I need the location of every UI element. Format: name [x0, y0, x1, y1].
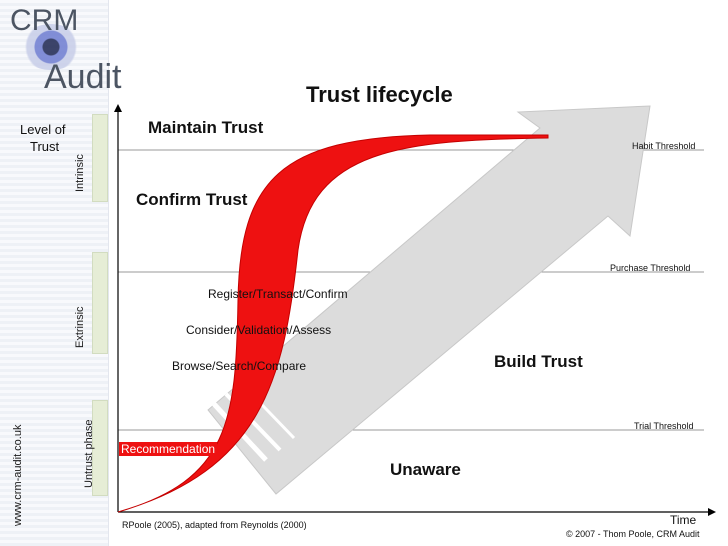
- x-axis-arrowhead: [708, 508, 716, 516]
- confirm-trust-label: Confirm Trust: [136, 190, 248, 209]
- trial-threshold-label: Trial Threshold: [634, 421, 694, 431]
- maintain-trust-label: Maintain Trust: [148, 118, 264, 137]
- diagram-title: Trust lifecycle: [306, 82, 453, 107]
- intrinsic-phase-box: [92, 114, 108, 202]
- build-trust-label: Build Trust: [494, 352, 583, 371]
- eye-logo-icon: [20, 24, 82, 70]
- browse-step-label: Browse/Search/Compare: [172, 359, 307, 373]
- y-axis-label-line2: Trust: [30, 139, 60, 154]
- consider-step-label: Consider/Validation/Assess: [186, 323, 332, 337]
- brand-sidebar: [0, 0, 109, 546]
- x-axis-label: Time: [670, 513, 697, 527]
- purchase-threshold-label: Purchase Threshold: [610, 263, 691, 273]
- untrust-phase-box: [92, 400, 108, 496]
- y-axis-label-line1: Level of: [20, 122, 66, 137]
- unaware-label: Unaware: [390, 460, 461, 479]
- copyright-notice: © 2007 - Thom Poole, CRM Audit: [566, 529, 700, 539]
- recommendation-step-label: Recommendation: [119, 442, 218, 456]
- trust-curve: [117, 134, 549, 513]
- logo-audit: Audit: [44, 58, 122, 96]
- logo-crm: CRM: [10, 4, 79, 37]
- extrinsic-phase-box: [92, 252, 108, 354]
- register-step-label: Register/Transact/Confirm: [208, 287, 348, 301]
- habit-threshold-label: Habit Threshold: [632, 141, 696, 151]
- y-axis-arrowhead: [114, 104, 122, 112]
- source-credit: RPoole (2005), adapted from Reynolds (20…: [122, 520, 307, 530]
